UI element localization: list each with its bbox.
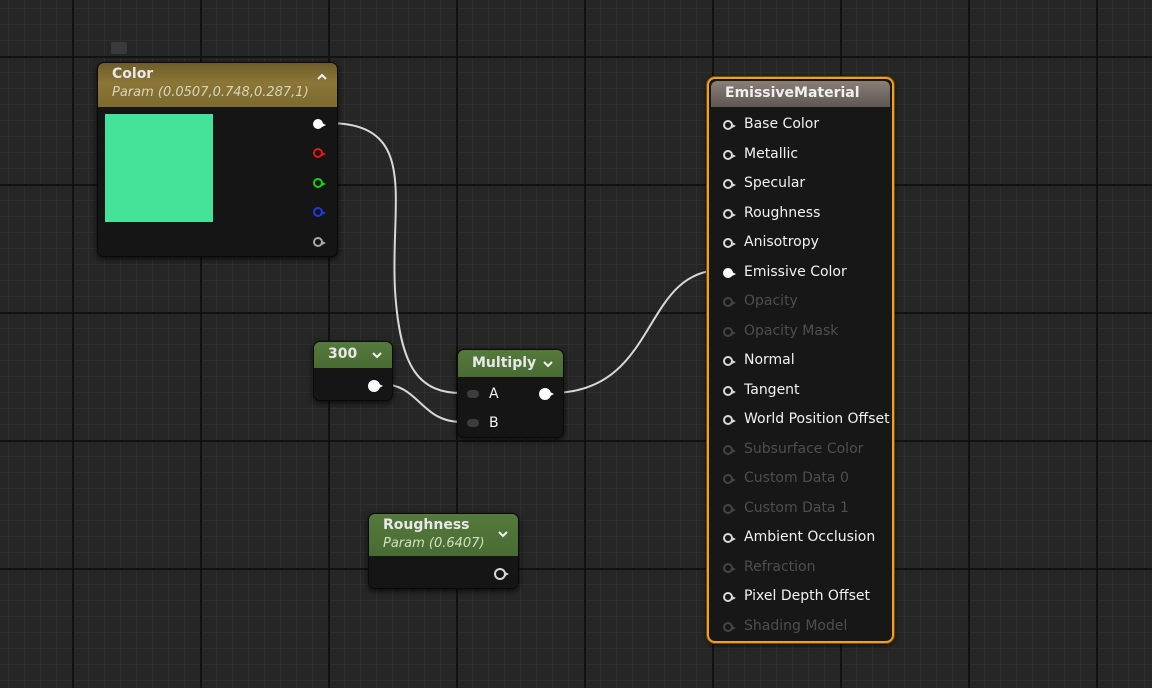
material-input-pin[interactable] <box>723 120 736 130</box>
chevron-down-icon[interactable] <box>496 527 510 541</box>
material-input-row[interactable]: Custom Data 0 <box>709 469 892 489</box>
material-input-label: Refraction <box>744 558 816 575</box>
material-input-row[interactable]: Shading Model <box>709 617 892 637</box>
material-input-pin[interactable] <box>723 326 736 337</box>
material-input-pin[interactable] <box>723 474 736 484</box>
multiply-input-pin-a[interactable] <box>467 390 479 398</box>
roughness-node-header[interactable]: Roughness Param (0.6407) <box>369 514 518 556</box>
material-input-pin[interactable] <box>723 356 736 366</box>
color-parameter-node[interactable]: Color Param (0.0507,0.748,0.287,1) <box>97 62 338 257</box>
color-node-title: Color <box>112 66 154 82</box>
material-input-row[interactable]: Anisotropy <box>709 233 892 253</box>
material-input-row[interactable]: Roughness <box>709 204 892 224</box>
comment-bubble-icon[interactable] <box>111 42 127 54</box>
material-input-pin[interactable] <box>723 208 736 219</box>
material-input-label: Subsurface Color <box>744 440 864 457</box>
color-node-header[interactable]: Color Param (0.0507,0.748,0.287,1) <box>98 63 337 107</box>
material-input-label: Custom Data 1 <box>744 499 849 516</box>
material-input-label: Custom Data 0 <box>744 470 849 486</box>
output-pin-g[interactable] <box>313 178 326 188</box>
roughness-node-subtitle: Param (0.6407) <box>383 536 485 551</box>
material-input-label: Pixel Depth Offset <box>744 588 870 604</box>
material-input-label: World Position Offset <box>744 411 890 427</box>
material-input-pin[interactable] <box>723 533 736 543</box>
material-node-title: EmissiveMaterial <box>725 85 860 101</box>
material-input-row[interactable]: Refraction <box>709 558 892 578</box>
multiply-input-pin-b[interactable] <box>467 419 479 427</box>
material-input-row[interactable]: Pixel Depth Offset <box>709 587 892 607</box>
multiply-input-label-b: B <box>489 415 499 431</box>
color-swatch <box>105 114 213 222</box>
material-input-label: Tangent <box>744 381 800 398</box>
material-input-pin[interactable] <box>723 444 736 455</box>
material-input-row[interactable]: Metallic <box>709 145 892 165</box>
material-input-row[interactable]: Opacity Mask <box>709 322 892 342</box>
material-input-pin[interactable] <box>723 415 736 425</box>
material-input-label: Specular <box>744 175 806 191</box>
material-input-label: Shading Model <box>744 617 848 634</box>
material-input-label: Opacity Mask <box>744 322 839 339</box>
material-input-pin[interactable] <box>723 562 736 573</box>
material-input-row[interactable]: Emissive Color <box>709 263 892 283</box>
output-pin-b[interactable] <box>313 207 326 217</box>
roughness-output-pin[interactable] <box>494 568 509 580</box>
material-input-row[interactable]: Subsurface Color <box>709 440 892 460</box>
color-node-subtitle: Param (0.0507,0.748,0.287,1) <box>112 85 309 100</box>
chevron-down-icon[interactable] <box>370 348 384 362</box>
material-input-pin[interactable] <box>723 238 736 248</box>
roughness-node-title: Roughness <box>383 517 470 533</box>
constant-node-header[interactable]: 300 <box>314 342 392 368</box>
output-pin-r[interactable] <box>313 148 326 158</box>
material-input-label: Base Color <box>744 116 820 132</box>
material-input-pin[interactable] <box>723 621 736 632</box>
material-input-row[interactable]: Base Color <box>709 115 892 135</box>
constant-node-title: 300 <box>328 346 358 362</box>
material-input-pin[interactable] <box>723 179 736 189</box>
constant-output-pin[interactable] <box>368 380 383 392</box>
material-input-label: Emissive Color <box>744 263 847 280</box>
material-input-row[interactable]: Specular <box>709 174 892 194</box>
wire-constant-to-multiply-b <box>380 383 463 423</box>
material-input-row[interactable]: Custom Data 1 <box>709 499 892 519</box>
material-node-header[interactable]: EmissiveMaterial <box>711 81 890 107</box>
multiply-input-label-a: A <box>489 386 499 402</box>
material-input-row[interactable]: Tangent <box>709 381 892 401</box>
output-pin-rgb[interactable] <box>313 119 326 129</box>
multiply-node-title: Multiply <box>472 355 537 371</box>
material-input-pin[interactable] <box>723 503 736 514</box>
constant-node[interactable]: 300 <box>313 341 393 401</box>
material-input-label: Ambient Occlusion <box>744 529 876 545</box>
material-input-pin[interactable] <box>723 592 736 602</box>
material-input-pin[interactable] <box>723 297 736 307</box>
material-input-row[interactable]: Opacity <box>709 292 892 312</box>
chevron-up-icon[interactable] <box>315 70 329 84</box>
material-input-row[interactable]: Normal <box>709 351 892 371</box>
material-input-label: Anisotropy <box>744 234 819 250</box>
material-input-label: Metallic <box>744 145 799 162</box>
material-input-pin[interactable] <box>723 149 736 160</box>
chevron-down-icon[interactable] <box>541 357 555 371</box>
roughness-parameter-node[interactable]: Roughness Param (0.6407) <box>368 513 519 589</box>
material-input-label: Normal <box>744 352 795 368</box>
multiply-output-pin[interactable] <box>539 388 554 400</box>
material-input-pin[interactable] <box>723 385 736 396</box>
material-input-row[interactable]: Ambient Occlusion <box>709 528 892 548</box>
material-input-pin[interactable] <box>723 267 736 278</box>
output-pin-a[interactable] <box>313 237 326 247</box>
wire-multiply-to-emissive <box>550 269 723 394</box>
material-input-label: Roughness <box>744 204 821 221</box>
material-input-row[interactable]: World Position Offset <box>709 410 892 430</box>
multiply-node[interactable]: Multiply A B <box>457 349 564 438</box>
material-input-label: Opacity <box>744 293 798 309</box>
multiply-node-header[interactable]: Multiply <box>458 350 563 377</box>
